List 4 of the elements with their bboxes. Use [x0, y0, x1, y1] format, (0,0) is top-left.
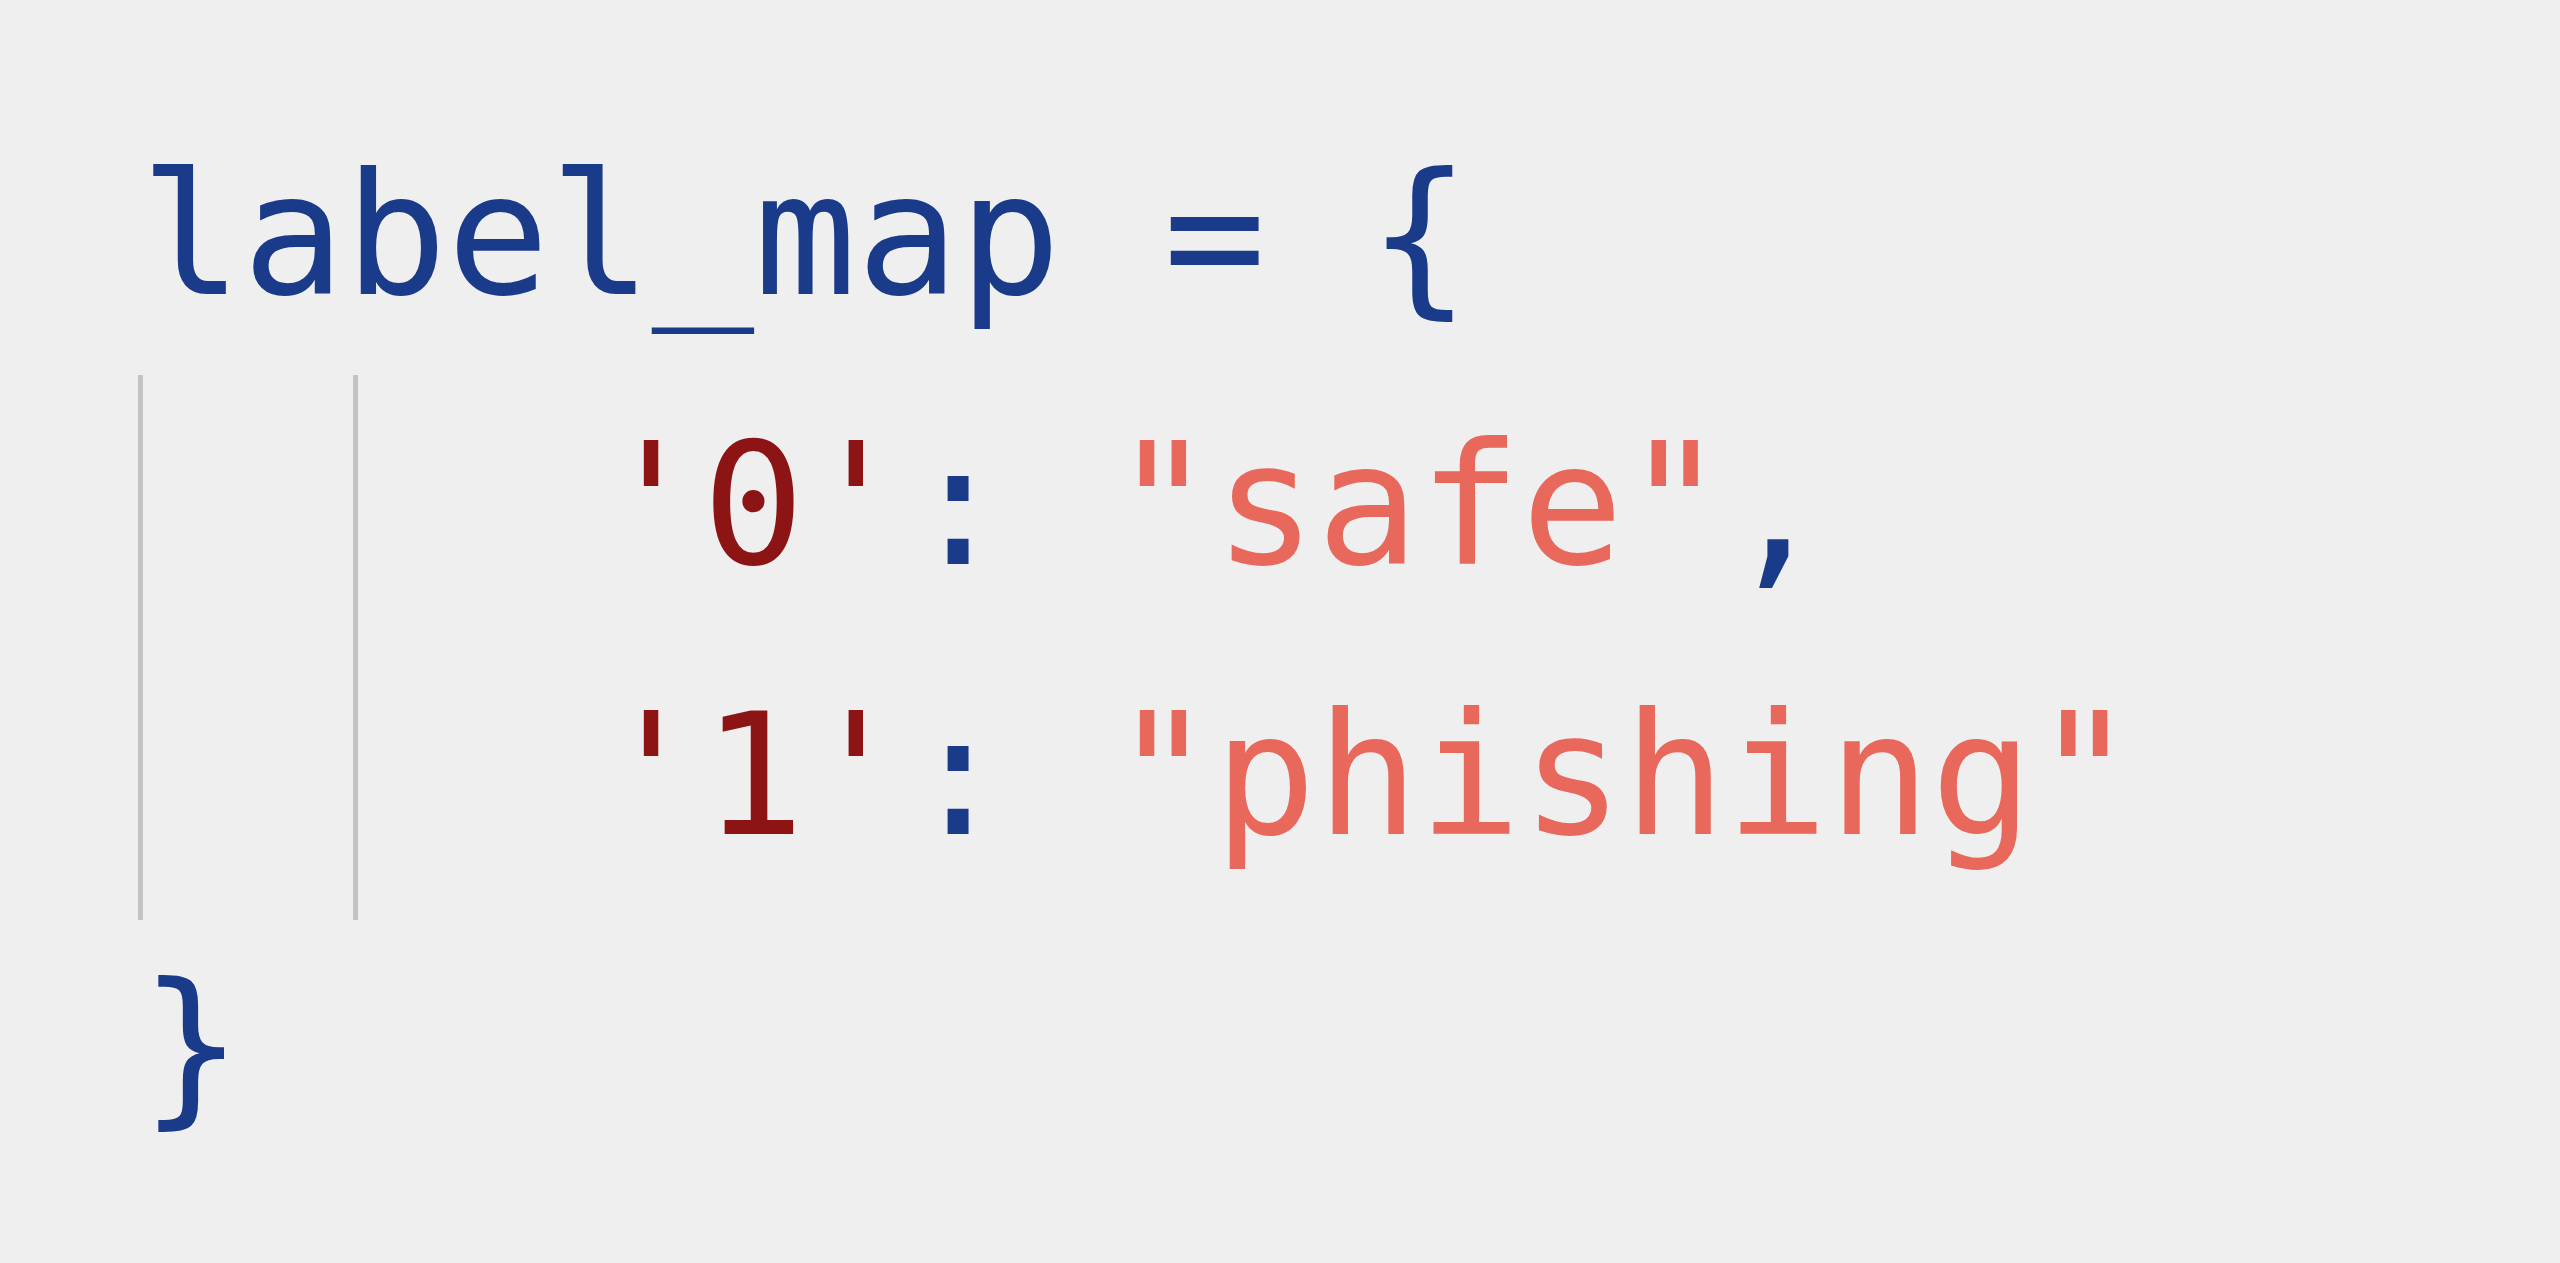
code-line: }	[140, 945, 243, 1146]
code-line: '1': "phishing"	[600, 675, 2136, 876]
code-line: '0': "safe",	[600, 405, 1829, 606]
code-line: label_map = {	[140, 135, 1471, 336]
